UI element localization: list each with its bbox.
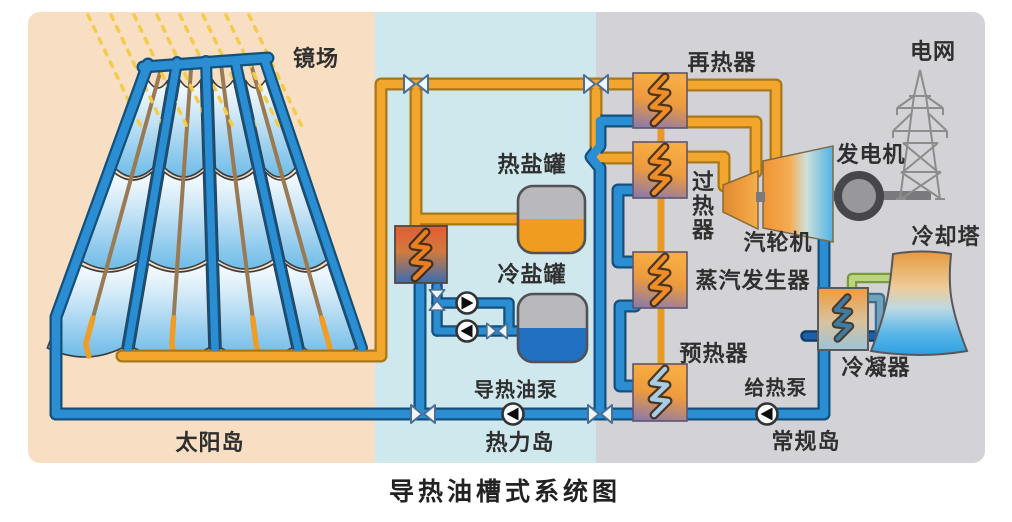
diagram-caption: 导热油槽式系统图 — [388, 478, 622, 506]
steam-generator-label: 蒸汽发生器 — [695, 268, 811, 293]
mirror-field — [46, 77, 357, 358]
feed-pump-icon — [755, 402, 779, 426]
reheater-hx — [632, 72, 688, 129]
mirror-segment — [46, 262, 138, 358]
pump-icon — [455, 319, 479, 343]
collector-rail — [124, 58, 181, 352]
cold-reheat-pipe — [682, 117, 761, 177]
grid-label: 电网 — [909, 39, 957, 64]
mirror-segment — [148, 170, 208, 270]
condenser — [817, 287, 869, 351]
pump-icon — [455, 291, 479, 315]
main-steam-pipe — [680, 152, 729, 191]
preheater-steamgen-link-pipe — [615, 301, 640, 391]
steam-turbine — [722, 145, 841, 243]
preheater-label: 预热器 — [679, 341, 749, 366]
collector-rail — [231, 56, 302, 352]
hot-salt-tank — [516, 184, 587, 255]
reheater-label: 再热器 — [687, 50, 757, 75]
sun-ray — [224, 13, 282, 131]
hot-oil-main-pipe — [117, 79, 638, 361]
feed-pump-label: 给热泵 — [744, 377, 808, 400]
collector-stub-pipe — [82, 315, 96, 359]
steamgen-superheater-link-pipe — [613, 185, 640, 267]
hot-reheat-pipe — [682, 80, 781, 163]
sun-ray — [132, 13, 190, 131]
cold-salt-tank — [516, 292, 589, 364]
cooling-supply-pipe — [849, 275, 899, 294]
lp-turbine — [762, 145, 834, 243]
turbine-label: 汽轮机 — [743, 230, 813, 255]
oil-pump-icon — [501, 402, 525, 426]
collector-rail-left-and-return-riser-pipe — [51, 59, 153, 419]
generator — [834, 171, 884, 221]
receiver-tube — [171, 65, 194, 319]
sun-ray — [247, 13, 305, 131]
superheater-hx — [632, 141, 688, 199]
cold-salt-tank-label: 冷盐罐 — [497, 262, 567, 287]
mirror-field-label: 镜场 — [292, 46, 340, 71]
receiver-tube — [219, 65, 255, 319]
steam-generator-hx — [632, 251, 688, 309]
cooling-tower-label: 冷却塔 — [911, 224, 981, 249]
thermal-island-label: 热力岛 — [485, 430, 555, 455]
generator-label: 发电机 — [836, 142, 906, 167]
collector-rail — [202, 57, 219, 352]
oil-pump-label: 导热油泵 — [474, 379, 558, 402]
hp-turbine — [722, 169, 759, 231]
collector-rail — [260, 54, 366, 352]
receiver-tube — [90, 65, 164, 319]
oil-salt-heat-exchanger — [394, 225, 448, 284]
reheater-drain-pipe — [586, 116, 638, 415]
superheater-label: 过热器 — [689, 170, 714, 242]
sun-ray — [178, 13, 236, 131]
sun-ray — [109, 13, 167, 131]
pylon-icon — [892, 69, 948, 200]
conventional-island-label: 常规岛 — [771, 429, 841, 454]
receiver-tube — [249, 65, 324, 319]
cooling-tower — [869, 250, 969, 356]
turbine-shaft — [756, 192, 765, 202]
receiver-tubes — [82, 65, 335, 359]
condenser-label: 冷凝器 — [841, 355, 911, 380]
hot-salt-tank-label: 热盐罐 — [497, 152, 567, 177]
preheater-hx — [632, 363, 688, 422]
solar-island-label: 太阳岛 — [175, 430, 245, 455]
